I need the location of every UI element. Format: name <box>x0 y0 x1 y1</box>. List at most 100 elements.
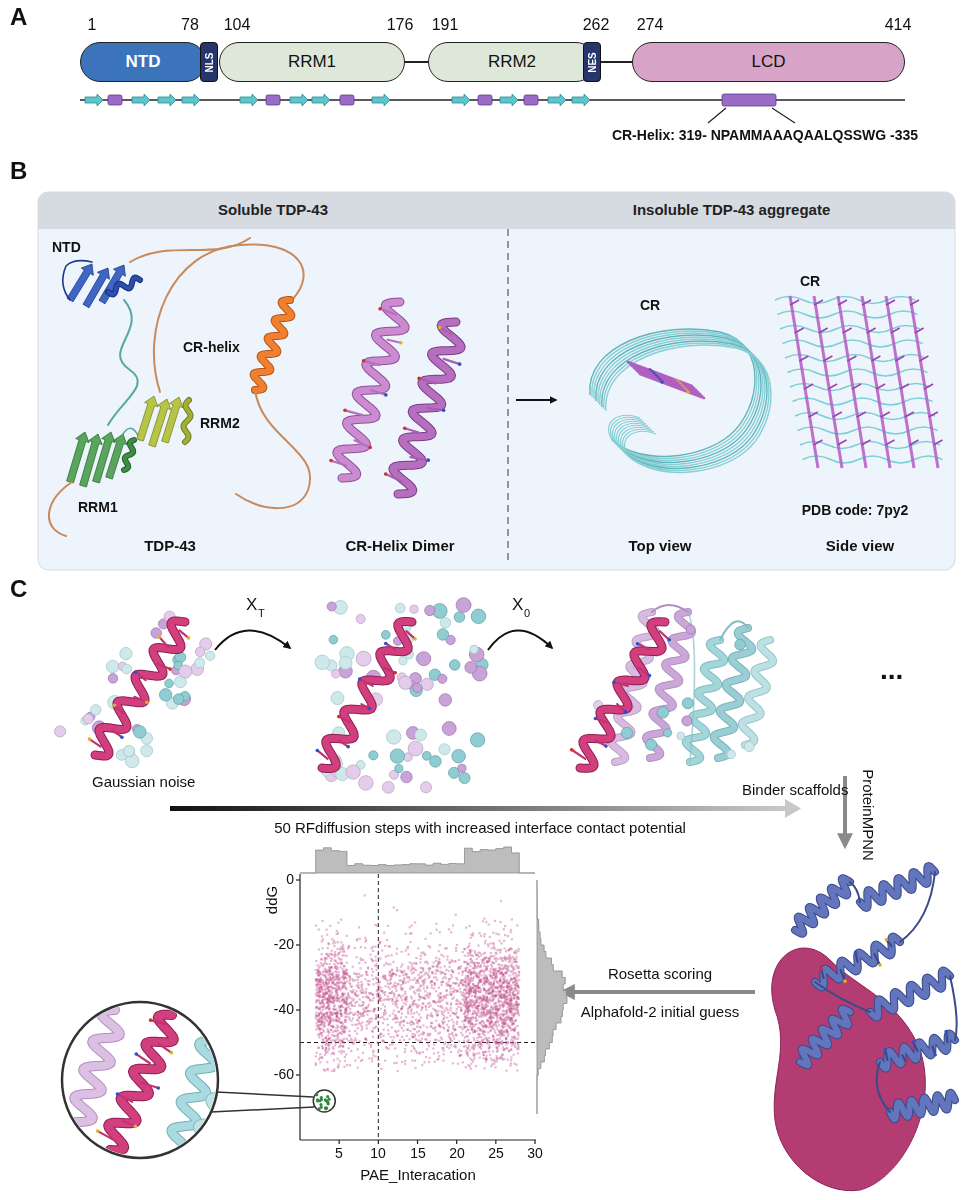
side-chain-atom <box>604 744 608 748</box>
fibril-backbone <box>594 333 759 460</box>
noise-sphere <box>381 630 390 639</box>
noise-sphere <box>195 647 205 657</box>
process-arrow <box>562 990 755 994</box>
step-arrow <box>215 630 290 650</box>
side-chain-atom <box>116 1092 120 1096</box>
side-chain-atom <box>594 717 598 721</box>
side-chain-atom <box>134 1052 138 1056</box>
noise-sphere <box>425 605 435 615</box>
marginal-histogram <box>300 847 535 873</box>
process-arrow <box>170 806 785 811</box>
node-text: RRM1 <box>288 53 336 72</box>
side-chain <box>838 440 847 445</box>
side-chain-atom <box>648 674 652 678</box>
fibril-strand <box>795 413 935 420</box>
noise-sphere <box>173 694 184 705</box>
noise-sphere <box>346 765 360 779</box>
binder-loop <box>652 605 688 612</box>
dimer-helix <box>393 322 461 494</box>
side-chain <box>157 664 170 670</box>
side-chain-atom <box>384 393 388 397</box>
rrm2-helix <box>184 400 191 442</box>
binder-helix <box>795 878 850 934</box>
side-chain <box>790 300 799 305</box>
noise-sphere <box>421 678 433 690</box>
binder-helix <box>890 1093 955 1119</box>
noise-sphere <box>399 657 407 665</box>
binder-loop <box>900 872 935 942</box>
binder-helix <box>800 1009 850 1066</box>
side-chain-atom <box>660 380 664 384</box>
structure-caption: TDP-43 <box>144 538 196 555</box>
noise-sphere <box>141 745 153 757</box>
noise-sphere <box>449 660 460 671</box>
beta-strand-mark <box>548 94 566 106</box>
tick-label: -20 <box>274 937 294 952</box>
beta-strand-mark <box>452 94 470 106</box>
side-chain <box>838 300 847 305</box>
noise-sphere <box>657 707 668 718</box>
cr-stack <box>886 296 914 468</box>
side-chain <box>919 356 928 361</box>
side-chain <box>809 412 818 417</box>
tick-label: 25 <box>488 1146 504 1161</box>
noise-sphere <box>454 612 465 623</box>
noise-sphere <box>395 764 403 772</box>
noise-sphere <box>682 698 693 709</box>
noise-sphere <box>437 629 448 640</box>
node-text: RRM2 <box>488 53 536 72</box>
side-chain-atom <box>905 1061 909 1065</box>
side-chain-atom <box>458 362 462 366</box>
side-chain <box>847 356 856 361</box>
side-chain-atom <box>120 735 124 739</box>
beta-strand-mark <box>158 94 176 106</box>
process-label: Rosetta scoring <box>608 966 712 983</box>
fibril-strand <box>785 355 925 362</box>
magnifier-line <box>211 1107 314 1112</box>
node-text: Insoluble TDP-43 aggregate <box>633 202 831 219</box>
side-chain <box>841 970 846 981</box>
fibril-backbone <box>596 335 761 462</box>
side-chain-atom <box>426 458 430 462</box>
domain-linker <box>601 61 632 63</box>
side-chain <box>823 356 832 361</box>
side-chain <box>89 739 100 747</box>
side-chain-atom <box>346 745 350 749</box>
panel-letter: C <box>10 576 27 602</box>
noise-sphere <box>456 598 471 613</box>
tick-label: 5 <box>335 1146 343 1161</box>
side-chain-atom <box>329 459 333 463</box>
step-symbol: X <box>246 596 257 615</box>
rrm2-strand <box>162 397 183 443</box>
noise-sphere <box>165 679 174 688</box>
binder-helix <box>742 640 773 745</box>
noise-sphere <box>663 729 671 737</box>
noise-sphere <box>735 639 746 650</box>
side-chain-atom <box>667 638 671 642</box>
side-chain <box>134 697 146 702</box>
node-text: Soluble TDP-43 <box>218 202 328 219</box>
side-chain <box>814 440 823 445</box>
side-chain <box>151 1020 168 1024</box>
tick-label: -60 <box>274 1067 294 1082</box>
beta-strand-mark <box>290 94 308 106</box>
noise-sphere <box>159 689 171 701</box>
side-chain <box>833 412 842 417</box>
side-chain <box>123 1121 135 1126</box>
side-chain <box>572 750 586 759</box>
side-chain <box>364 361 380 365</box>
noise-sphere <box>645 739 656 750</box>
noise-sphere <box>356 614 365 623</box>
side-chain <box>852 384 861 389</box>
noise-sphere <box>470 733 484 747</box>
leader-line <box>708 108 726 123</box>
side-chain <box>354 440 370 447</box>
side-chain-atom <box>157 1086 161 1090</box>
fibril-backbone <box>600 339 765 466</box>
noise-sphere <box>440 617 451 628</box>
noise-sphere <box>359 776 374 791</box>
side-chain-atom <box>854 951 858 955</box>
structure-caption: CR-Helix Dimer <box>345 538 454 555</box>
noise-sphere <box>205 651 214 660</box>
noise-sphere <box>744 742 754 752</box>
